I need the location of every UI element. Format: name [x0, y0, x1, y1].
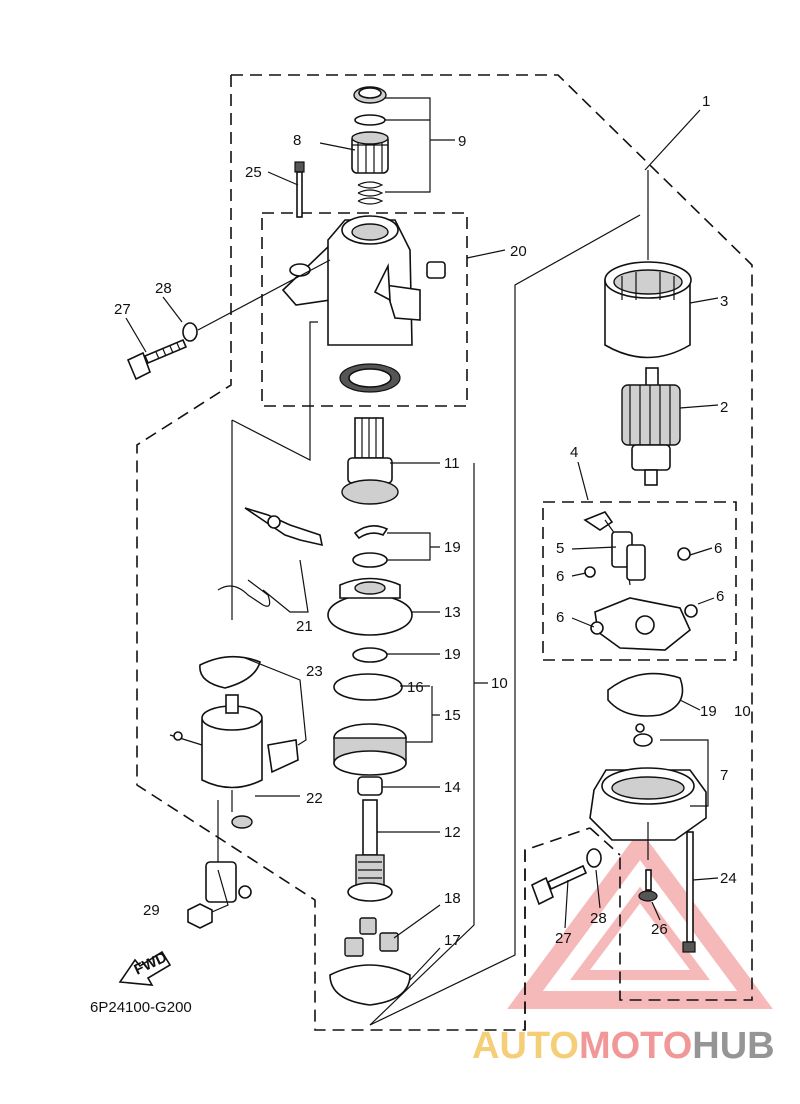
- part-22-solenoid: [169, 694, 263, 903]
- watermark-part-1: AUTO: [472, 1025, 579, 1067]
- fwd-arrow-icon: [118, 950, 172, 986]
- callout-28b: 28: [590, 910, 607, 927]
- part-18-planet-gears: [344, 917, 399, 957]
- watermark-part-2: MOTO: [579, 1025, 692, 1067]
- part-19-circlip: [353, 525, 389, 540]
- part-21-lever: [217, 507, 324, 607]
- callout-6d: 6: [556, 609, 564, 626]
- callout-6b: 6: [556, 568, 564, 585]
- callout-7: 7: [720, 767, 728, 784]
- part-7-end-cover: [589, 723, 707, 841]
- callout-2: 2: [720, 399, 728, 416]
- part-27-bolt-left: [126, 338, 188, 381]
- callout-13: 13: [444, 604, 461, 621]
- callout-19c: 19: [700, 703, 717, 720]
- callout-21: 21: [296, 618, 313, 635]
- callout-8: 8: [293, 132, 301, 149]
- part-26-screw: [638, 869, 658, 902]
- part-19-washer-a: [352, 552, 388, 568]
- part-25-bolt: [294, 161, 305, 218]
- callout-3: 3: [720, 293, 728, 310]
- part-17-plate: [329, 964, 411, 1006]
- callout-24: 24: [720, 870, 737, 887]
- callout-4: 4: [570, 444, 578, 461]
- part-23-plate: [199, 655, 299, 774]
- part-29-nut: [187, 903, 213, 929]
- assembly-outline-20: [261, 212, 468, 407]
- leader-lines: [125, 97, 719, 1026]
- part-24-through-bolt: [682, 831, 696, 953]
- part-4-brush-holder: [583, 511, 698, 651]
- callout-6c: 6: [716, 588, 724, 605]
- callout-10b: 10: [734, 703, 751, 720]
- callout-15: 15: [444, 707, 461, 724]
- part-19-brush-plate: [607, 672, 684, 717]
- callout-14: 14: [444, 779, 461, 796]
- part-27-bolt-right: [531, 864, 588, 906]
- callout-23: 23: [306, 663, 323, 680]
- assembly-outline-27: [524, 827, 621, 1030]
- part-28-washer-left: [182, 322, 198, 342]
- callout-18: 18: [444, 890, 461, 907]
- watermark-part-3: HUB: [692, 1025, 774, 1067]
- callout-27b: 27: [555, 930, 572, 947]
- part-13-carrier: [327, 577, 413, 636]
- part-14-bush: [357, 776, 383, 796]
- callout-12: 12: [444, 824, 461, 841]
- callout-17: 17: [444, 932, 461, 949]
- callout-16: 16: [407, 679, 424, 696]
- callout-19b: 19: [444, 646, 461, 663]
- diagram-code: 6P24100-G200: [90, 999, 192, 1016]
- callout-10a: 10: [491, 675, 508, 692]
- callout-25: 25: [245, 164, 262, 181]
- callout-labels: 1 2 3 4 5 6 6 6 6 7 8 9 10 10 11 12 13 1…: [114, 93, 751, 949]
- callout-5: 5: [556, 540, 564, 557]
- callout-6a: 6: [714, 540, 722, 557]
- part-11-clutch: [341, 417, 399, 505]
- part-16-ring: [333, 673, 403, 701]
- callout-1: 1: [702, 93, 710, 110]
- part-12-shaft: [347, 799, 393, 902]
- callout-26: 26: [651, 921, 668, 938]
- part-15-internal-gear: [333, 723, 407, 776]
- watermark-wordmark: AUTOMOTOHUB: [472, 1025, 775, 1067]
- part-2-armature: [621, 367, 681, 486]
- part-9-pinion-set: [351, 86, 389, 205]
- part-20-housing: [281, 215, 446, 393]
- watermark-triangle-logo: [507, 829, 773, 1009]
- callout-20: 20: [510, 243, 527, 260]
- callout-22: 22: [306, 790, 323, 807]
- part-19-washer-b: [352, 647, 388, 663]
- callout-29: 29: [143, 902, 160, 919]
- part-3-yoke: [604, 261, 692, 359]
- callout-11: 11: [444, 455, 460, 472]
- callout-9: 9: [458, 133, 466, 150]
- part-28-washer-right: [586, 848, 602, 868]
- callout-28a: 28: [155, 280, 172, 297]
- callout-19a: 19: [444, 539, 461, 556]
- assembly-outline-10: [369, 214, 641, 1026]
- assembly-outline-4: [542, 501, 737, 661]
- callout-27a: 27: [114, 301, 131, 318]
